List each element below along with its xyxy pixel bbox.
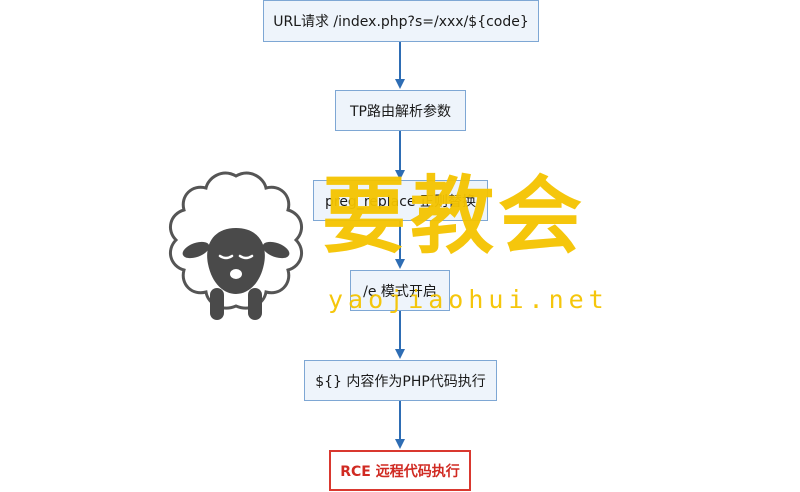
node-rce: RCE 远程代码执行	[329, 450, 471, 491]
node-preg-replace: preg_replace 正则替换	[313, 180, 488, 221]
node-php-exec: ${} 内容作为PHP代码执行	[304, 360, 497, 401]
node-e-mode: /e 模式开启	[350, 270, 450, 311]
node-tp-route: TP路由解析参数	[335, 90, 466, 131]
watermark-brand: 要教会	[322, 166, 587, 265]
node-url-request: URL请求 /index.php?s=/xxx/${code}	[263, 0, 539, 42]
watermark-url: yaojiaohui.net	[328, 285, 609, 314]
sheep-icon	[168, 171, 304, 320]
